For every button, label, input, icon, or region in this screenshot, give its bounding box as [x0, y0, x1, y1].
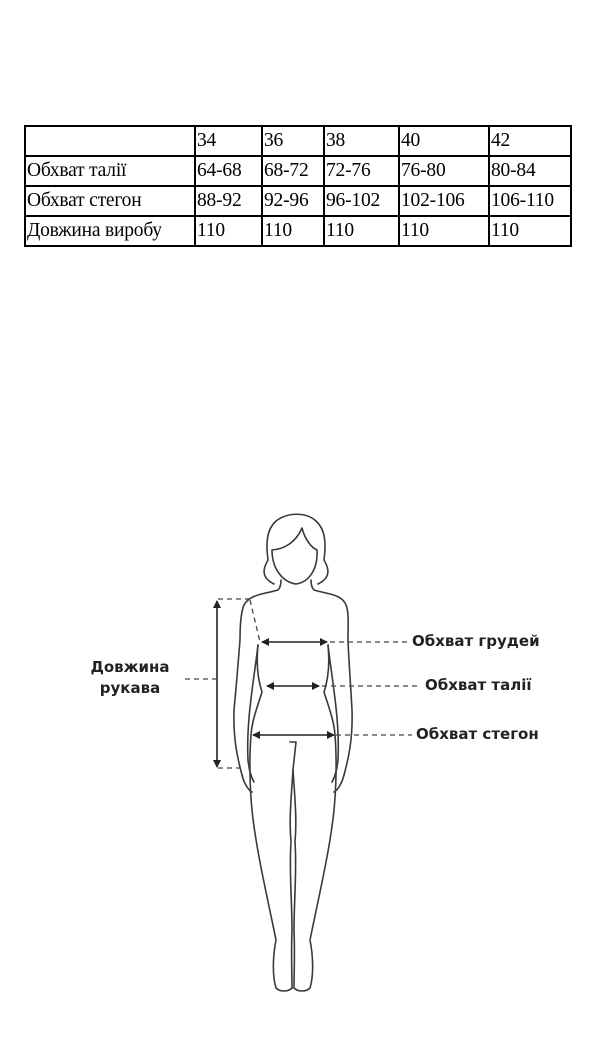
table-cell: 110	[488, 215, 572, 247]
table-cell: 72-76	[323, 155, 400, 187]
row-label-hips: Обхват стегон	[24, 185, 196, 217]
table-cell: 110	[398, 215, 490, 247]
size-header-cell: 38	[323, 125, 400, 157]
sleeve-label-line1: Довжина	[90, 658, 170, 676]
table-cell: 110	[194, 215, 263, 247]
sleeve-length-label: Довжина рукава	[84, 657, 176, 699]
table-cell: 110	[323, 215, 400, 247]
size-header-cell: 40	[398, 125, 490, 157]
size-header-cell: 36	[261, 125, 325, 157]
table-cell: 92-96	[261, 185, 325, 217]
size-header-cell: 34	[194, 125, 263, 157]
table-cell: 68-72	[261, 155, 325, 187]
row-label-length: Довжина виробу	[24, 215, 196, 247]
hips-label: Обхват стегон	[416, 725, 539, 743]
size-header-cell: 42	[488, 125, 572, 157]
table-header-row: 34 36 38 40 42	[24, 125, 572, 157]
table-cell: 64-68	[194, 155, 263, 187]
size-chart-table: 34 36 38 40 42 Обхват талії 64-68 68-72 …	[24, 125, 572, 247]
row-label-waist: Обхват талії	[24, 155, 196, 187]
table-cell: 110	[261, 215, 325, 247]
sleeve-label-line2: рукава	[99, 679, 161, 697]
chest-label: Обхват грудей	[412, 632, 540, 650]
waist-label: Обхват талії	[425, 676, 532, 694]
table-cell: 80-84	[488, 155, 572, 187]
table-cell: 106-110	[488, 185, 572, 217]
table-cell: 76-80	[398, 155, 490, 187]
table-row: Обхват стегон 88-92 92-96 96-102 102-106…	[24, 185, 572, 217]
body-silhouette-icon	[185, 513, 420, 992]
table-corner-cell	[24, 125, 196, 157]
table-cell: 96-102	[323, 185, 400, 217]
table-row: Довжина виробу 110 110 110 110 110	[24, 215, 572, 247]
table-row: Обхват талії 64-68 68-72 72-76 76-80 80-…	[24, 155, 572, 187]
measurement-diagram: Довжина рукава Обхват грудей Обхват талі…	[0, 500, 600, 1000]
table-cell: 102-106	[398, 185, 490, 217]
table-cell: 88-92	[194, 185, 263, 217]
